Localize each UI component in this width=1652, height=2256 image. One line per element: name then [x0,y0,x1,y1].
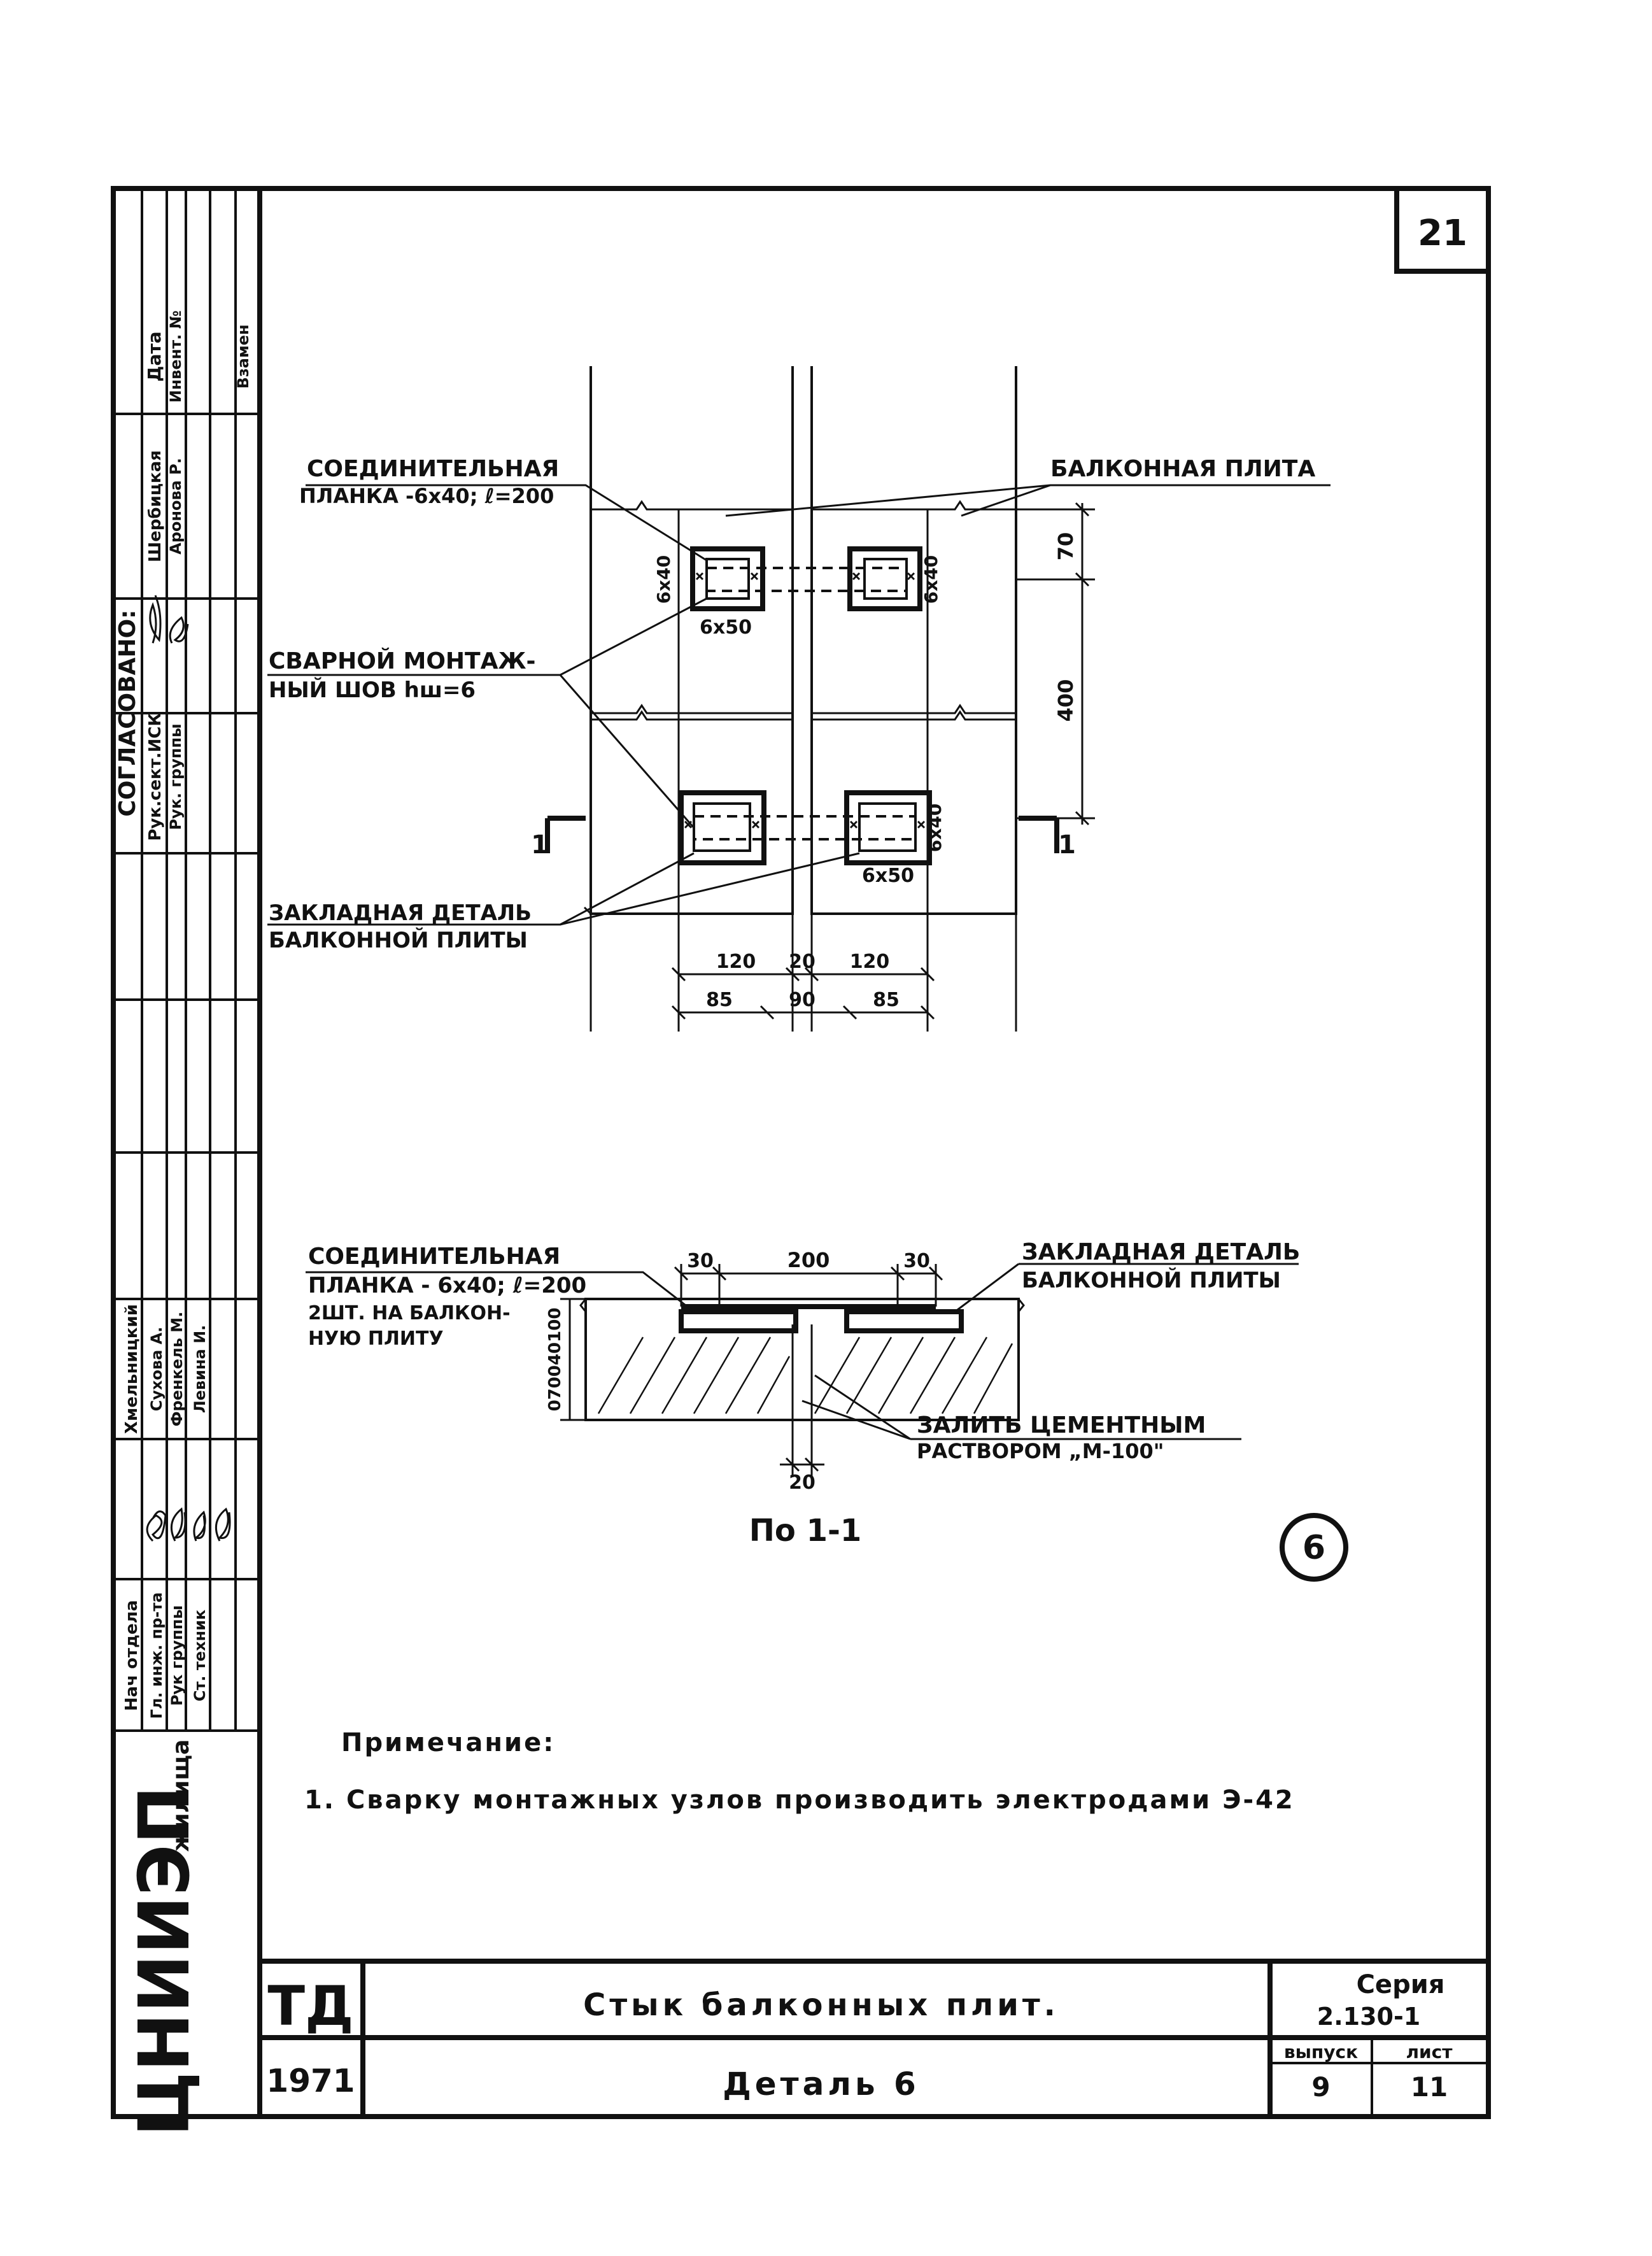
dim-90: 90 [789,989,815,1011]
approval-name-1: Шербицкая [146,450,165,562]
plan-label-embed-1: ЗАКЛАДНАЯ ДЕТАЛЬ [269,900,532,926]
signer-role-1: Нач отдела [122,1600,141,1711]
dim-120-left: 120 [716,951,756,973]
org-name: ЦНИИЭП [124,1785,205,2136]
signer-name-3: Френкель М. [168,1312,186,1427]
detail-marker-circle [1280,1513,1348,1582]
section-label-embed-1: ЗАКЛАДНАЯ ДЕТАЛЬ [1022,1239,1300,1265]
year: 1971 [266,2062,355,2099]
plan-label-weld-2: НЫЙ ШОВ hш=6 [269,677,476,703]
left-margin-stamp [113,188,260,1732]
plan-label-weld-1: СВАРНОЙ МОНТАЖ- [269,648,535,674]
section-mark-right: 1 [1058,830,1076,860]
approval-role-2: Рук. группы [167,723,185,830]
dim-85-left: 85 [706,989,733,1011]
signer-role-3: Рук группы [168,1605,186,1706]
section-label-plank-2: ПЛАНКА - 6х40; ℓ=200 [308,1273,586,1298]
issue-label: выпуск [1284,2041,1358,2062]
section-mark-left: 1 [531,830,549,860]
approval-date-label: Дата [144,332,165,382]
notes-item-1: 1. Сварку монтажных узлов производить эл… [304,1785,1295,1815]
section-dim-30-right: 30 [903,1250,930,1272]
dim-85-right: 85 [873,989,900,1011]
plan-label-plank-spec: ПЛАНКА -6х40; ℓ=200 [299,484,554,508]
notes-heading: Примечание: [341,1728,555,1757]
section-label-embed-2: БАЛКОННОЙ ПЛИТЫ [1022,1267,1281,1293]
section-label-fill-2: РАСТВОРОМ „М-100" [917,1439,1164,1463]
series-value: 2.130-1 [1317,2003,1420,2031]
drawing-subtitle: Деталь 6 [723,2066,920,2103]
weld-size-top: 6х50 [700,616,752,639]
signer-signatures [146,1507,231,1542]
section-label-plank-1: СОЕДИНИТЕЛЬНАЯ [308,1244,560,1270]
detail-marker-number: 6 [1303,1529,1325,1567]
section-dim-200: 200 [787,1248,830,1272]
section-view [306,1263,1299,1477]
dim-120-right: 120 [850,951,890,973]
section-caption: По 1-1 [749,1513,862,1549]
plan-label-embed-2: БАЛКОННОЙ ПЛИТЫ [269,927,528,953]
plan-view [267,366,1331,1032]
org-suffix: жилища [168,1740,194,1852]
plan-label-plank: СОЕДИНИТЕЛЬНАЯ [307,456,559,482]
section-label-plank-3: 2ШТ. НА БАЛКОН- [308,1302,511,1324]
sheet-label: лист [1406,2041,1453,2062]
title-block [260,1959,1488,2117]
dim-70: 70 [1054,532,1078,561]
signer-name-4: Левина И. [191,1325,209,1414]
approval-role-1: Рук.сект.ИСК [146,713,165,841]
dim-400: 400 [1054,679,1078,722]
plate-size-top-right: 6х40 [921,555,942,604]
plate-size-top-left: 6х40 [653,555,674,604]
section-dim-20: 20 [789,1472,815,1494]
sheet-value: 11 [1411,2071,1448,2103]
approval-name-2: Аронова Р. [167,458,185,555]
drawing-title: Стык балконных плит. [583,1987,1059,2023]
section-label-fill-1: ЗАЛИТЬ ЦЕМЕНТНЫМ [917,1412,1206,1438]
approval-signatures [149,595,189,644]
issue-value: 9 [1311,2071,1330,2103]
stage-code: ТД [267,1975,353,2038]
weld-size-bottom: 6х50 [862,865,914,887]
approval-heading: СОГЛАСОВАНО: [115,609,141,816]
approval-inventory-label: Инвент. № [167,311,185,403]
signer-role-2: Гл. инж. пр-та [148,1593,166,1719]
section-label-plank-4: НУЮ ПЛИТУ [308,1328,444,1350]
plate-size-bottom-right: 6х40 [924,804,945,853]
plan-label-slab: БАЛКОННАЯ ПЛИТА [1050,456,1315,482]
section-dim-vertical: 070040100 [546,1308,565,1412]
series-label: Серия [1357,1970,1445,1999]
signer-name-2: Сухова А. [148,1327,166,1412]
section-dim-30-left: 30 [687,1250,714,1272]
approval-replacement-label: Взамен [234,325,252,389]
signer-role-4: Ст. техник [191,1610,209,1701]
sheet-number: 21 [1418,213,1467,254]
dim-20: 20 [789,951,815,973]
signer-name-1: Хмельницкий [122,1304,141,1434]
